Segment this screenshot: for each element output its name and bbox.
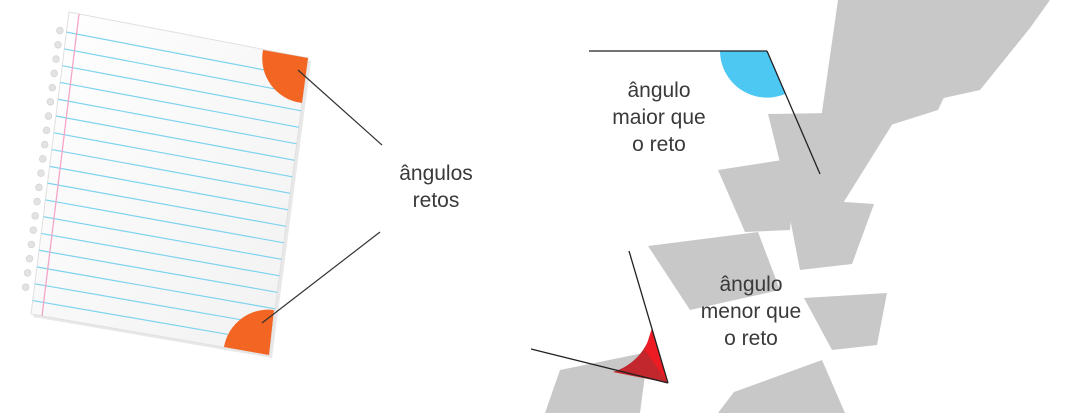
notebook-rule-line bbox=[55, 115, 295, 161]
right-angle-marker-bottom bbox=[224, 309, 274, 355]
spiral-hole bbox=[35, 183, 43, 192]
acute-angle-label-line-2: menor que bbox=[700, 300, 802, 323]
right-angles-label-line-2: retos bbox=[412, 189, 460, 212]
spiral-hole bbox=[25, 254, 34, 263]
acute-angle-label: ângulo menor que o reto bbox=[686, 271, 816, 352]
spiral-hole bbox=[31, 212, 39, 220]
right-angles-label-line-1: ângulos bbox=[399, 162, 473, 185]
obtuse-angle-label: ângulo maior que o reto bbox=[594, 77, 724, 158]
obtuse-angle-label-line-3: o reto bbox=[632, 133, 686, 156]
spiral-hole bbox=[54, 41, 62, 49]
spiral-hole bbox=[52, 55, 60, 63]
spiral-hole bbox=[42, 126, 51, 135]
spiral-hole bbox=[29, 226, 37, 234]
obtuse-angle-label-line-2: maior que bbox=[612, 106, 706, 129]
notebook-rule-line bbox=[45, 199, 284, 244]
acute-angle-label-line-1: ângulo bbox=[719, 273, 783, 296]
spiral-hole bbox=[40, 140, 49, 149]
pointer-line-top bbox=[297, 69, 383, 146]
spiral-hole bbox=[23, 269, 32, 277]
notebook-rule-line bbox=[57, 98, 297, 145]
right-angles-label: ângulos retos bbox=[381, 160, 491, 214]
notebook-page-icon bbox=[22, 11, 311, 358]
notebook-rule-line bbox=[51, 148, 291, 194]
spiral-hole bbox=[37, 169, 45, 177]
spiral-hole bbox=[56, 26, 64, 35]
acute-angle bbox=[530, 250, 669, 384]
acute-angle-label-line-3: o reto bbox=[724, 327, 778, 350]
watermark bbox=[545, 0, 1050, 413]
right-angle-marker-top bbox=[262, 50, 308, 103]
spiral-hole bbox=[46, 98, 55, 106]
notebook-rule-line bbox=[41, 232, 280, 277]
notebook-rule-line bbox=[47, 182, 287, 227]
notebook-rule-line bbox=[60, 81, 300, 128]
notebook-rule-line bbox=[49, 165, 289, 211]
notebook-rule-line bbox=[36, 266, 276, 310]
spiral-hole bbox=[44, 112, 53, 120]
notebook-rule-line bbox=[43, 216, 282, 260]
notebook-rule-line bbox=[34, 283, 274, 326]
spiral-hole bbox=[48, 83, 56, 92]
spiral-hole bbox=[39, 155, 47, 163]
spiral-hole bbox=[22, 283, 30, 291]
spiral-hole bbox=[33, 197, 41, 206]
notebook-rule-line bbox=[64, 48, 304, 95]
notebook-rule-line bbox=[62, 65, 302, 112]
notebook-rule-line bbox=[53, 132, 293, 178]
notebook-rule-line bbox=[38, 249, 278, 293]
obtuse-angle-label-line-1: ângulo bbox=[627, 79, 691, 102]
obtuse-angle bbox=[589, 50, 821, 175]
obtuse-angle-marker bbox=[720, 51, 785, 98]
spiral-hole bbox=[27, 240, 36, 249]
spiral-hole bbox=[50, 69, 58, 78]
pointer-line-bottom bbox=[261, 231, 381, 324]
